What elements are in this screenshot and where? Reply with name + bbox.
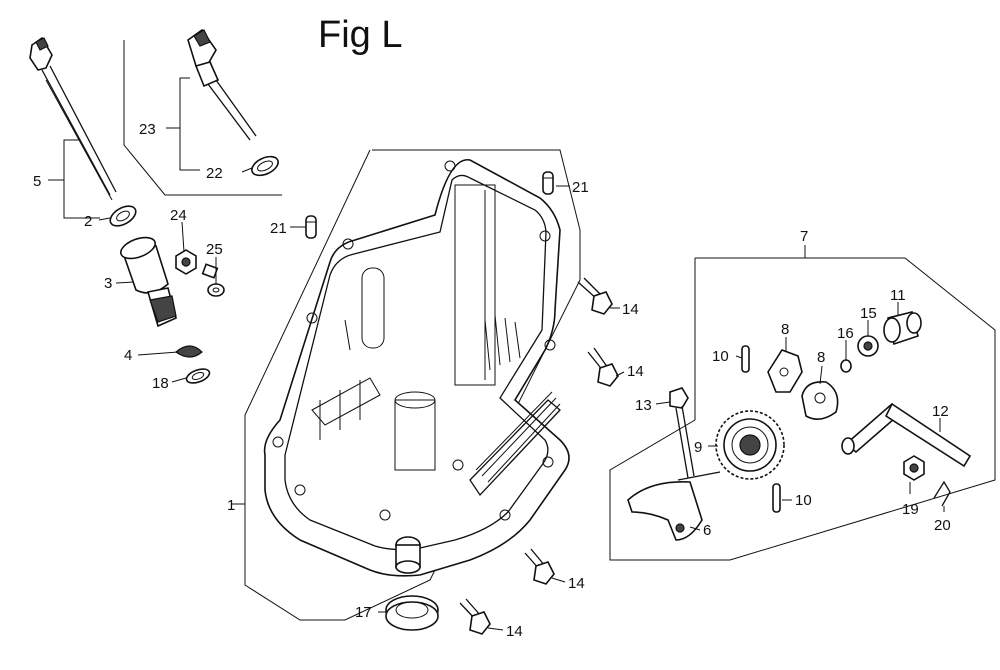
callout-23: 23 xyxy=(139,121,156,138)
callout-11: 11 xyxy=(890,287,906,304)
callout-5: 5 xyxy=(33,173,41,190)
callout-17: 17 xyxy=(355,604,372,621)
pin-20 xyxy=(933,480,951,507)
callout-25: 25 xyxy=(206,241,223,258)
governor-arm-shaft-12 xyxy=(841,402,972,468)
callout-10-lower: 10 xyxy=(795,492,812,509)
callout-16: 16 xyxy=(837,325,854,342)
callout-20: 20 xyxy=(934,517,951,534)
callout-labels: 1 2 3 4 5 6 7 8 8 9 10 10 11 12 13 14 14… xyxy=(33,121,951,640)
callout-14-a: 14 xyxy=(622,301,639,318)
o-ring-22 xyxy=(251,155,279,177)
bolt-14-c xyxy=(524,548,555,585)
bolt-13 xyxy=(669,387,695,479)
callout-9: 9 xyxy=(694,439,702,456)
bracket-item-1 xyxy=(244,149,581,621)
bolt-14-b xyxy=(587,347,619,387)
callout-14-d: 14 xyxy=(506,623,523,640)
group-brackets xyxy=(48,40,996,621)
callout-21-right: 21 xyxy=(572,179,589,196)
pin-10-lower xyxy=(772,483,781,513)
clip-4 xyxy=(175,345,203,358)
small-part-near-25 xyxy=(201,263,219,279)
bolt-14-d xyxy=(459,598,491,635)
figure-title: Fig L xyxy=(318,14,403,56)
callout-15: 15 xyxy=(860,305,877,322)
bracket-item-5 xyxy=(63,139,100,219)
callout-1: 1 xyxy=(227,497,235,514)
dowel-pin-21-right xyxy=(542,171,554,195)
pin-10-upper xyxy=(741,345,750,373)
governor-gear-9 xyxy=(715,410,785,480)
callout-21-left: 21 xyxy=(270,220,287,237)
bracket-item-23 xyxy=(179,77,200,171)
holder-11 xyxy=(883,311,922,346)
governor-shaft-holder-6 xyxy=(627,471,721,541)
oil-seal-17 xyxy=(385,595,439,631)
callout-12: 12 xyxy=(932,403,949,420)
washer-19 xyxy=(903,455,925,481)
callout-18: 18 xyxy=(152,375,169,392)
nut-24 xyxy=(175,249,197,275)
dowel-pin-21-left xyxy=(305,215,317,239)
callout-7: 7 xyxy=(800,228,808,245)
washer-25 xyxy=(207,283,225,297)
callout-3: 3 xyxy=(104,275,112,292)
bolt-14-a xyxy=(577,277,613,315)
dipstick xyxy=(29,36,117,201)
callout-8-right: 8 xyxy=(817,349,825,366)
callout-14-b: 14 xyxy=(627,363,644,380)
governor-weight-8-right xyxy=(801,380,839,420)
callout-10-upper: 10 xyxy=(712,348,729,365)
callout-6: 6 xyxy=(703,522,711,539)
washer-16 xyxy=(840,359,852,373)
callout-2: 2 xyxy=(84,213,92,230)
o-ring-18 xyxy=(185,368,211,384)
callout-22: 22 xyxy=(206,165,223,182)
bracket-item-7 xyxy=(609,257,996,561)
callout-19: 19 xyxy=(902,501,919,518)
callout-4: 4 xyxy=(124,347,132,364)
callout-13: 13 xyxy=(635,397,652,414)
callout-24: 24 xyxy=(170,207,187,224)
washer-2 xyxy=(109,205,137,227)
callout-14-c: 14 xyxy=(568,575,585,592)
oil-filler-neck xyxy=(120,236,177,328)
washer-15 xyxy=(857,335,879,357)
callout-8-left: 8 xyxy=(781,321,789,338)
crankcase-cover xyxy=(263,159,570,577)
bracket-oil-filler-group xyxy=(123,40,282,196)
leader-lines xyxy=(98,167,945,631)
governor-weight-8-left xyxy=(767,349,803,393)
oil-filler-cap xyxy=(187,28,257,141)
